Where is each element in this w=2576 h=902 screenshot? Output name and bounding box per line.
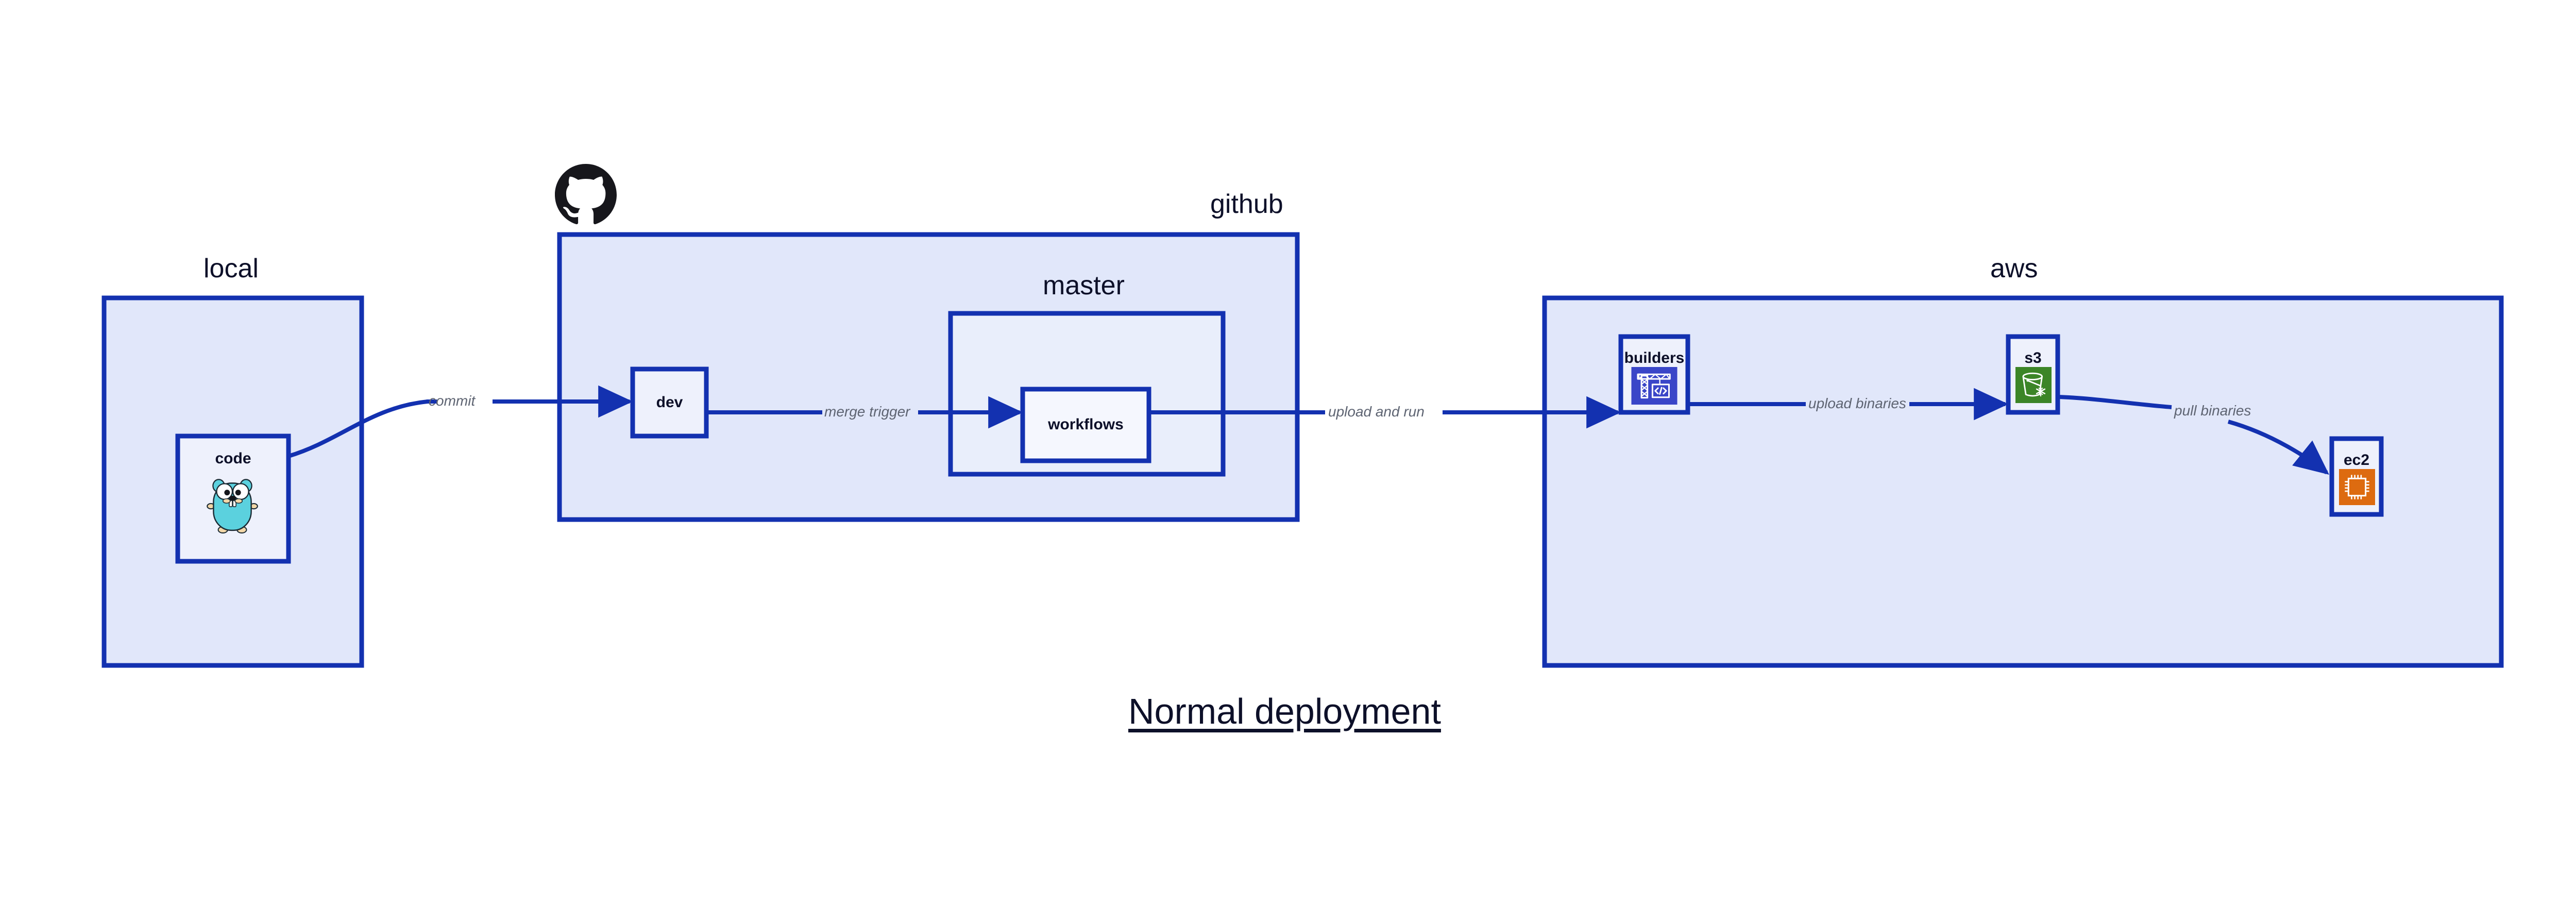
node-label-ec2: ec2 [2343, 452, 2370, 469]
diagram-title: Normal deployment [1128, 691, 1441, 731]
group-label-github: github [1210, 189, 1283, 219]
edge-label-merge-trigger: merge trigger [824, 404, 910, 420]
go-gopher-icon [201, 472, 264, 534]
edge-label-commit: commit [429, 393, 476, 409]
node-label-builders: builders [1624, 349, 1685, 366]
group-label-master: master [1043, 271, 1125, 300]
node-workflows-box[interactable] [1020, 387, 1151, 463]
edge-label-upload-and-run: upload and run [1328, 404, 1425, 420]
crane-code-icon [1631, 367, 1677, 405]
github-octocat-icon [555, 164, 617, 226]
edge-commit-line [287, 399, 428, 458]
edge-label-pull-binaries: pull binaries [2174, 403, 2251, 419]
cpu-chip-icon [2339, 469, 2375, 505]
node-label-dev: dev [656, 394, 683, 411]
edge-label-upload-binaries: upload binaries [1808, 395, 1906, 411]
edge-pull-binaries-line-head [2057, 395, 2172, 409]
s3-bucket-icon [2015, 367, 2052, 403]
edge-pull-binaries-line-tail [2227, 420, 2329, 475]
node-label-s3: s3 [2024, 349, 2042, 366]
group-label-aws: aws [1990, 254, 2038, 283]
group-label-local: local [204, 254, 259, 283]
node-label-workflows: workflows [1048, 416, 1124, 433]
node-label-code: code [215, 450, 251, 467]
